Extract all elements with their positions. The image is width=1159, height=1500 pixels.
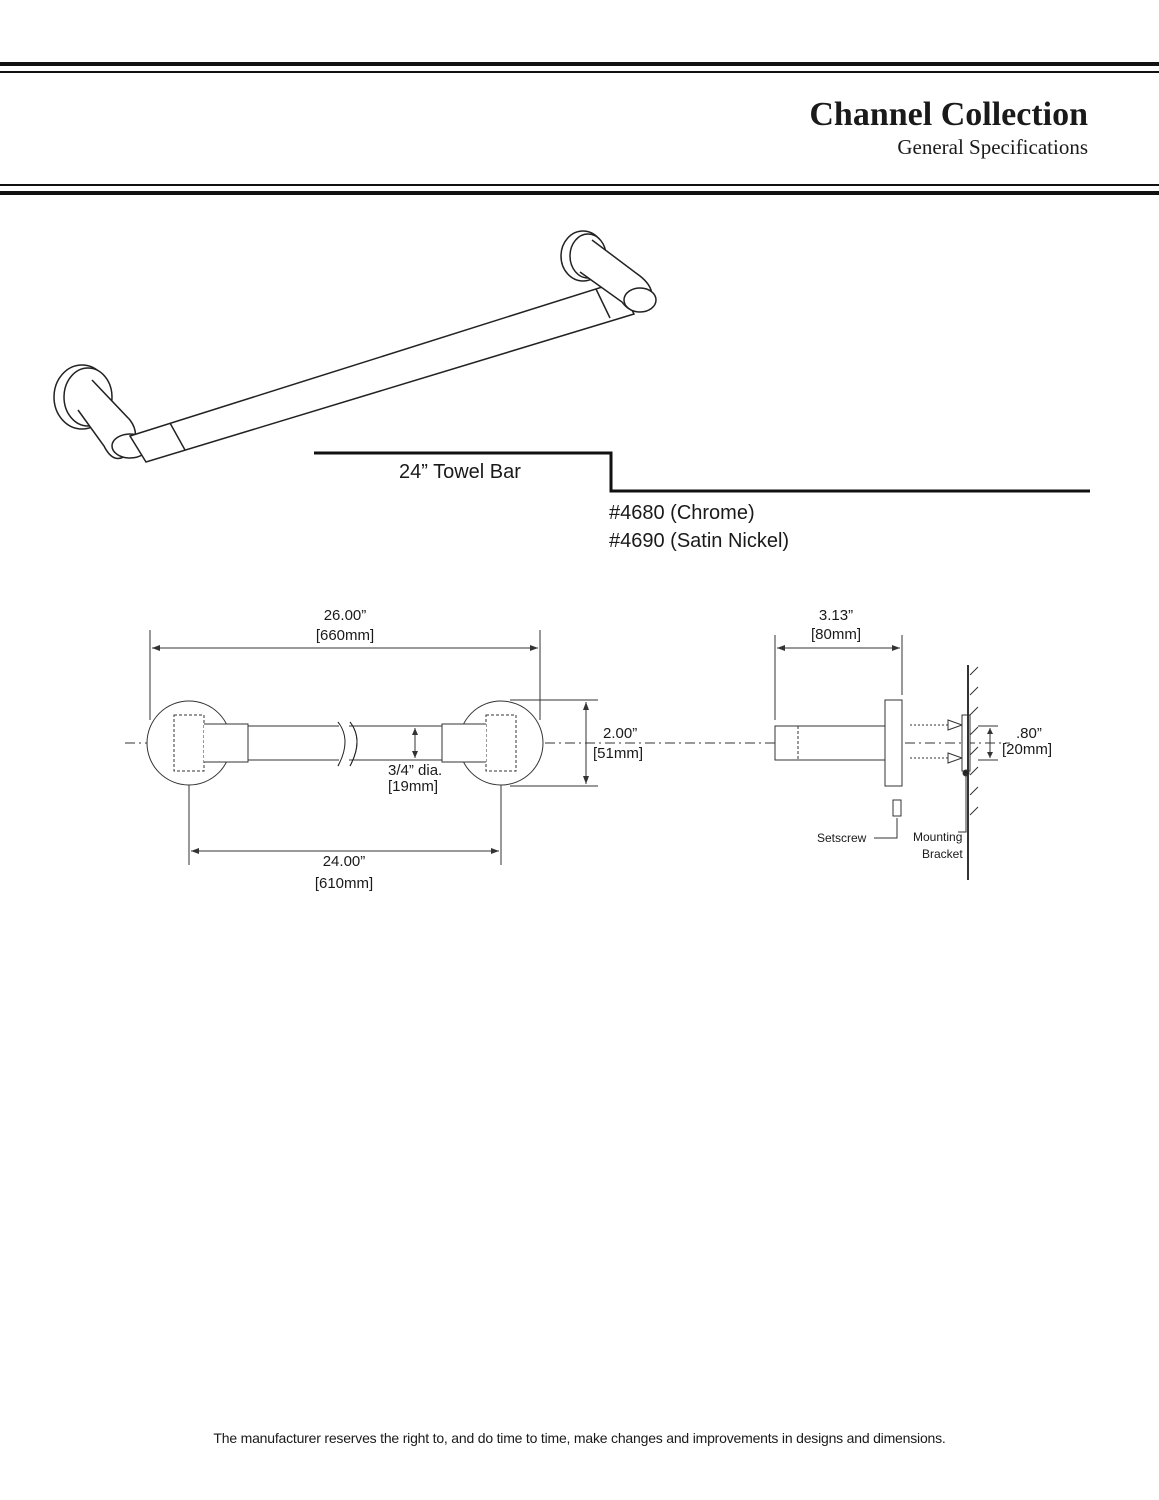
dimension-drawing: 26.00” [660mm] 24.00” [610mm] 2.00” [51m… xyxy=(125,607,1052,892)
footer-disclaimer: The manufacturer reserves the right to, … xyxy=(213,1430,946,1446)
mount-length-mm: [610mm] xyxy=(315,875,373,892)
bar-diameter-mm: [19mm] xyxy=(388,778,438,795)
mount-length-in: 24.00” xyxy=(323,853,366,870)
product-label-line xyxy=(314,451,1090,493)
sku-satin-nickel: #4690 (Satin Nickel) xyxy=(609,530,790,552)
sku-chrome: #4680 (Chrome) xyxy=(609,502,755,524)
header-rule-bottom-thin xyxy=(0,184,1159,186)
bracket-height-mm: [20mm] xyxy=(1002,741,1052,758)
flange-height-in: 2.00” xyxy=(603,725,637,742)
projection-mm: [80mm] xyxy=(811,626,861,643)
page-title: Channel Collection xyxy=(809,96,1088,133)
projection-in: 3.13” xyxy=(819,607,853,624)
bracket-height-in: .80” xyxy=(1016,725,1042,742)
flange-height-mm: [51mm] xyxy=(593,745,643,762)
bracket-label-line1: Mounting xyxy=(913,830,962,844)
header-rule-top-thick xyxy=(0,62,1159,66)
page-subtitle: General Specifications xyxy=(897,135,1088,159)
bracket-label-line2: Bracket xyxy=(922,847,963,861)
towel-bar-illustration xyxy=(53,230,657,463)
setscrew-label: Setscrew xyxy=(817,831,867,845)
overall-length-in: 26.00” xyxy=(324,607,367,624)
header-rule-top-thin xyxy=(0,71,1159,73)
header-rule-bottom-thick xyxy=(0,191,1159,195)
overall-length-mm: [660mm] xyxy=(316,627,374,644)
bar-diameter-in: 3/4” dia. xyxy=(388,762,442,779)
product-name: 24” Towel Bar xyxy=(399,461,521,483)
